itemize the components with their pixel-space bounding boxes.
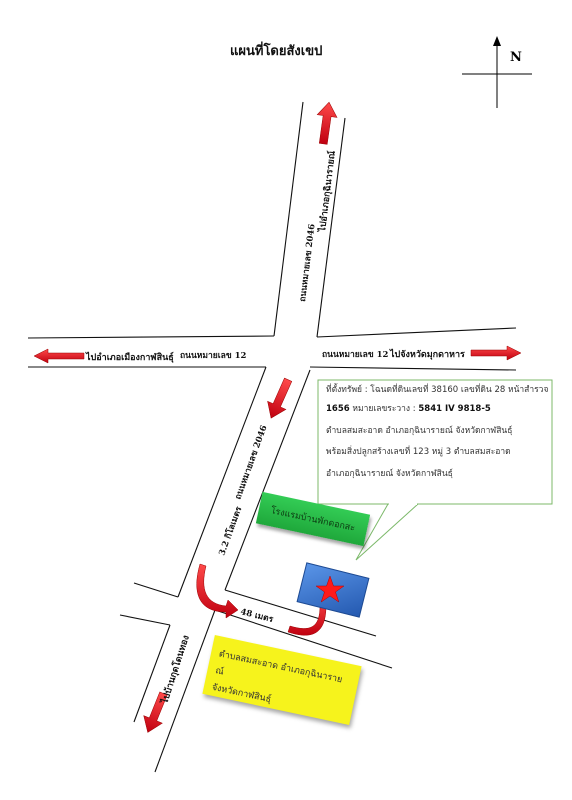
arrow-route-south-icon — [267, 377, 293, 419]
info-callout-pointer — [355, 503, 419, 561]
destination-north-label: ไปอำเภอกุฉินารายณ์ — [316, 149, 338, 233]
road-label-12-left: ถนนหมายเลข 12 — [180, 351, 247, 361]
property-info-line-4: พร้อมสิ่งปลูกสร้างเลขที่ 123 หมู่ 3 ตำบล… — [326, 447, 511, 458]
north-label: N — [510, 50, 522, 65]
north-arrow-icon — [493, 36, 501, 46]
road-lines — [27, 101, 517, 773]
destination-west-label: ไปอำเภอเมืองกาฬสินธุ์ — [85, 351, 174, 363]
property-info-box: ที่ตั้งทรัพย์ : โฉนดที่ดินเลขที่ 38160 เ… — [318, 380, 552, 504]
map-title: แผนที่โดยสังเขป — [230, 44, 323, 59]
property-info-line-2: 1656 หมายเลขระวาง : 5841 IV 9818-5 — [326, 403, 544, 415]
distance-meters-label: 48 เมตร — [239, 607, 274, 625]
property-info-line-5: อำเภอกุฉินารายณ์ จังหวัดกาฬสินธุ์ — [326, 469, 453, 480]
turn-arrow-left-icon — [196, 563, 239, 619]
map-sheet-number: 5841 IV 9818-5 — [418, 403, 491, 414]
arrow-east-icon — [470, 345, 522, 361]
property-info-line-1: ที่ตั้งทรัพย์ : โฉนดที่ดินเลขที่ 38160 เ… — [326, 385, 549, 395]
survey-page-number: 1656 — [326, 403, 350, 414]
map-sheet-label: หมายเลขระวาง : — [349, 403, 419, 414]
road-label-2046-top: ถนนหมายเลข 2046 — [298, 223, 317, 302]
destination-east-label: ไปจังหวัดมุกดาหาร — [389, 348, 465, 360]
arrow-north-icon — [316, 101, 338, 145]
property-info-line-3: ตำบลสมสะอาด อำเภอกุฉินารายณ์ จังหวัดกาฬส… — [326, 425, 513, 436]
compass — [462, 44, 532, 108]
info-callout-box — [317, 379, 553, 505]
property-star-icon — [315, 575, 345, 603]
arrow-south-icon — [143, 691, 168, 733]
arrow-west-icon — [33, 348, 85, 364]
road-label-12-right: ถนนหมายเลข 12 — [322, 350, 389, 360]
